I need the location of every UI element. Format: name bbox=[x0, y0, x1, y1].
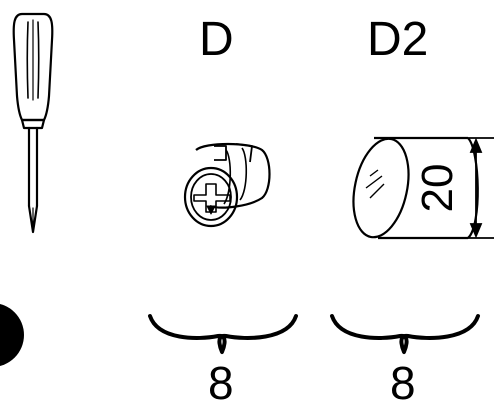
dimension-value: 20 bbox=[413, 163, 462, 213]
quantity-brace bbox=[330, 314, 480, 354]
dowel-icon bbox=[352, 136, 479, 240]
part-label-d: D bbox=[199, 13, 234, 66]
part-label-d2: D2 bbox=[367, 13, 429, 66]
quantity-d: 8 bbox=[208, 357, 234, 409]
cam-lock-icon bbox=[183, 142, 271, 228]
phillips-screwdriver-icon bbox=[12, 12, 54, 234]
black-disc-icon bbox=[0, 304, 24, 366]
quantity-brace bbox=[148, 314, 298, 354]
quantity-d2: 8 bbox=[390, 357, 416, 409]
dimension-line bbox=[468, 137, 494, 239]
